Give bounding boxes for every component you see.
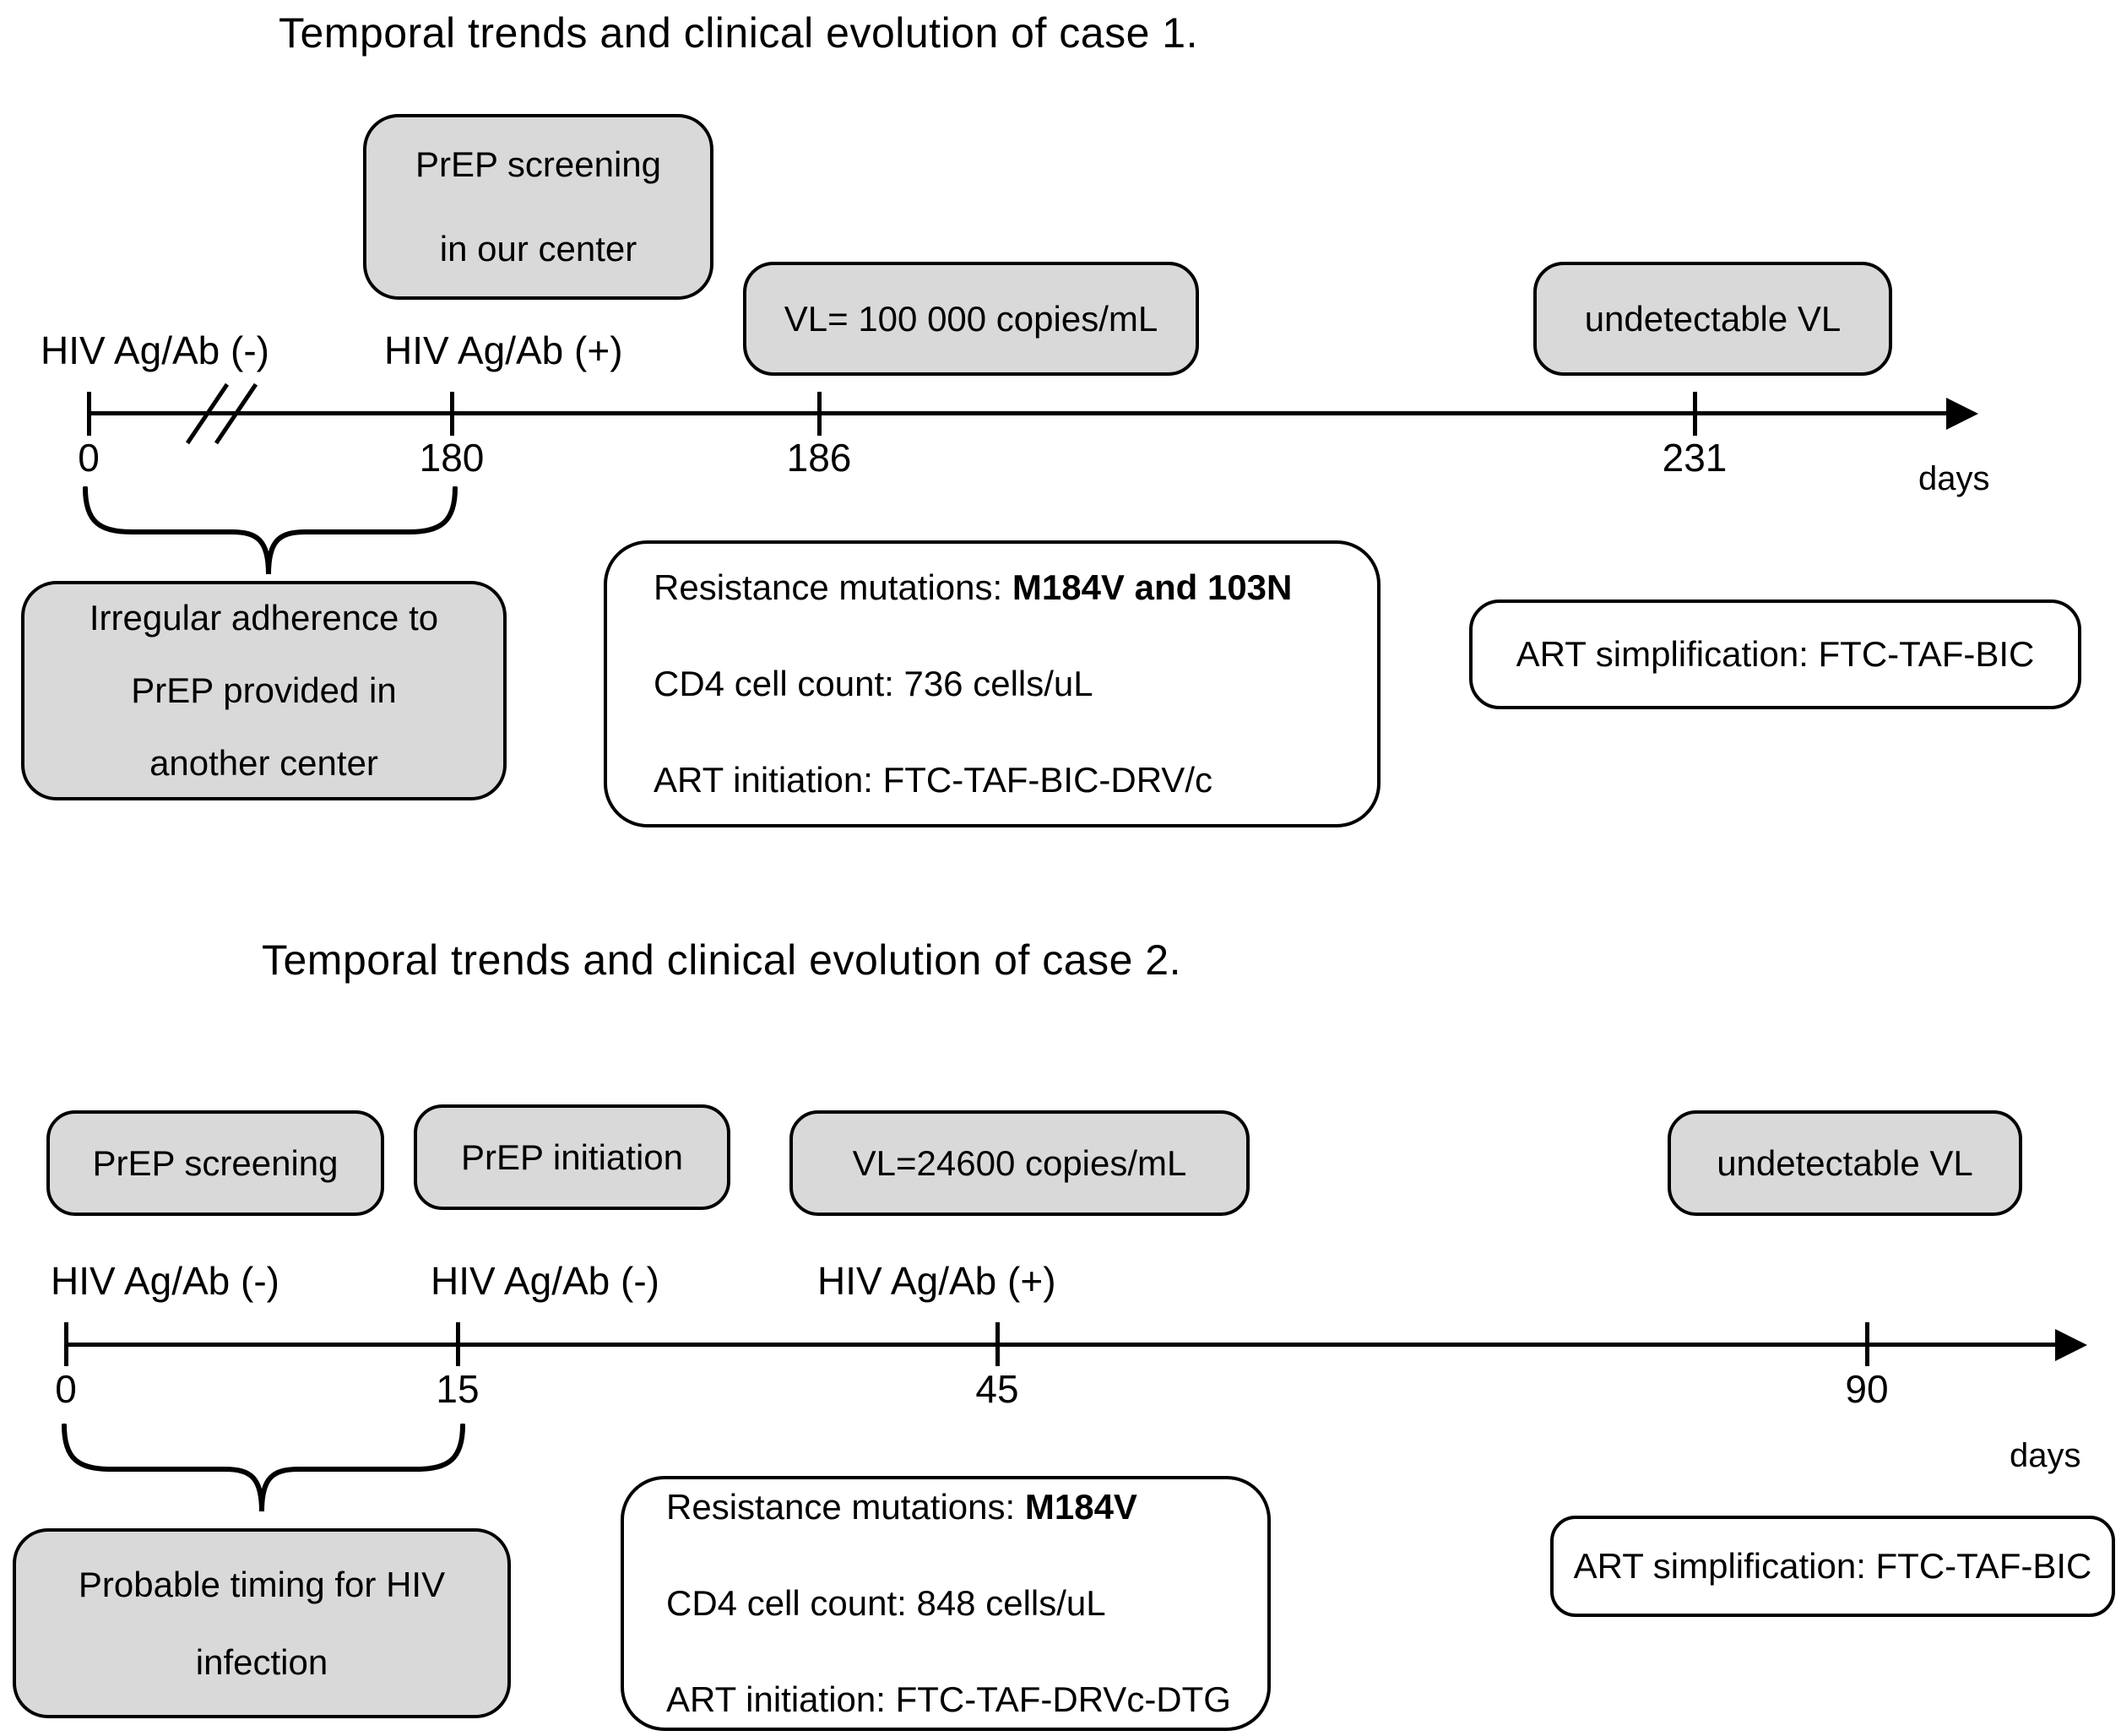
case2-probable-timing-callout: Probable timing for HIV infection (13, 1528, 511, 1718)
axis-tick (1693, 392, 1697, 436)
callout-line: Irregular adherence to (89, 598, 439, 637)
case2-prep-screening-callout: PrEP screening (46, 1110, 384, 1216)
callout-line: infection (195, 1641, 328, 1682)
callout-line: PrEP screening (415, 144, 662, 184)
case1-axis-unit-label: days (1918, 460, 1990, 497)
axis-tick (995, 1322, 1000, 1366)
art-simplification-line: ART simplification: FTC-TAF-BIC (1573, 1546, 2092, 1586)
axis-tick-label: 180 (419, 436, 485, 480)
callout-line: undetectable VL (1717, 1142, 1973, 1183)
case1-adherence-callout: Irregular adherence to PrEP provided in … (21, 581, 507, 800)
art-initiation-line: ART initiation: FTC-TAF-BIC-DRV/c (654, 760, 1212, 800)
case2-undetectable-vl-callout: undetectable VL (1668, 1110, 2022, 1216)
case2-prep-initiation-callout: PrEP initiation (414, 1104, 730, 1210)
axis-tick-label: 0 (78, 436, 100, 480)
case2-axis-arrowhead-icon (2055, 1329, 2087, 1361)
axis-tick (817, 392, 822, 436)
axis-tick (456, 1322, 460, 1366)
resistance-label: Resistance mutations: (654, 567, 1012, 607)
case1-title: Temporal trends and clinical evolution o… (279, 9, 1198, 57)
axis-tick-label: 0 (55, 1367, 77, 1411)
resistance-mutations-line: Resistance mutations: M184V (666, 1487, 1225, 1527)
case1-axis-arrowhead-icon (1946, 398, 1978, 430)
cd4-count-line: CD4 cell count: 848 cells/uL (666, 1583, 1106, 1623)
axis-tick-label: 186 (786, 436, 852, 480)
case1-clinical-info-box: Resistance mutations: M184V and 103N CD4… (604, 540, 1381, 827)
case2-axis-unit-label: days (2010, 1437, 2081, 1474)
axis-tick-label: 45 (975, 1367, 1019, 1411)
case1-hiv-negative-label: HIV Ag/Ab (-) (41, 328, 269, 372)
art-simplification-line: ART simplification: FTC-TAF-BIC (1516, 634, 2035, 674)
callout-line: another center (149, 743, 378, 783)
axis-tick-label: 90 (1845, 1367, 1889, 1411)
axis-tick (1865, 1322, 1869, 1366)
callout-line: PrEP provided in (131, 670, 397, 710)
case2-clinical-info-box: Resistance mutations: M184V CD4 cell cou… (621, 1476, 1271, 1731)
curly-brace-icon (83, 486, 458, 575)
callout-line: PrEP screening (92, 1142, 339, 1183)
case1-hiv-positive-label: HIV Ag/Ab (+) (384, 328, 623, 372)
case2-title: Temporal trends and clinical evolution o… (262, 936, 1181, 984)
axis-tick-label: 231 (1662, 436, 1728, 480)
case2-timeline-axis (66, 1343, 2059, 1347)
cd4-count-line: CD4 cell count: 736 cells/uL (654, 664, 1093, 703)
case1-art-simplification-box: ART simplification: FTC-TAF-BIC (1469, 599, 2081, 709)
callout-line: VL= 100 000 copies/mL (784, 298, 1158, 339)
callout-line: in our center (439, 229, 637, 269)
resistance-value: M184V (1024, 1487, 1137, 1527)
case2-hiv-negative-label-2: HIV Ag/Ab (-) (431, 1259, 659, 1303)
case2-hiv-negative-label-1: HIV Ag/Ab (-) (51, 1259, 279, 1303)
case1-timeline-axis (89, 411, 1950, 415)
case2-art-simplification-box: ART simplification: FTC-TAF-BIC (1550, 1516, 2115, 1617)
curly-brace-icon (62, 1424, 465, 1512)
resistance-value: M184V and 103N (1012, 567, 1293, 607)
case2-hiv-positive-label: HIV Ag/Ab (+) (817, 1259, 1056, 1303)
axis-tick (64, 1322, 68, 1366)
callout-line: Probable timing for HIV (78, 1564, 446, 1604)
axis-tick-label: 15 (436, 1367, 480, 1411)
resistance-mutations-line: Resistance mutations: M184V and 103N (654, 567, 1331, 608)
callout-line: undetectable VL (1584, 298, 1842, 339)
resistance-label: Resistance mutations: (666, 1487, 1025, 1527)
case2-viral-load-callout: VL=24600 copies/mL (789, 1110, 1250, 1216)
case1-viral-load-callout: VL= 100 000 copies/mL (743, 262, 1199, 376)
case1-prep-screening-callout: PrEP screening in our center (363, 114, 713, 300)
callout-line: VL=24600 copies/mL (852, 1142, 1187, 1183)
art-initiation-line: ART initiation: FTC-TAF-DRVc-DTG (666, 1679, 1231, 1719)
axis-tick (450, 392, 454, 436)
case1-undetectable-vl-callout: undetectable VL (1533, 262, 1892, 376)
axis-tick (87, 392, 91, 436)
callout-line: PrEP initiation (460, 1137, 684, 1177)
